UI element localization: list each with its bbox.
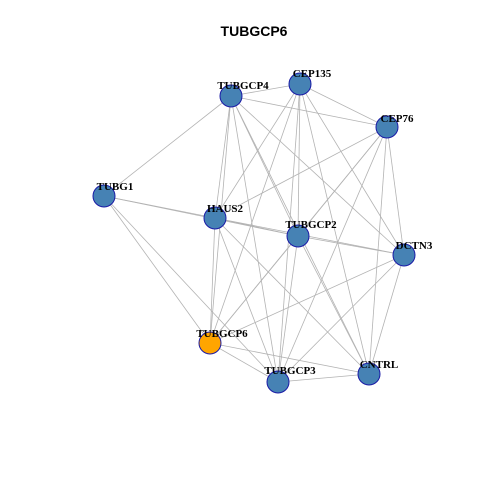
edge-tubgcp6-cntrl bbox=[209, 342, 370, 375]
edge-dctn3-tubgcp6 bbox=[209, 254, 405, 344]
node-label: TUBG1 bbox=[97, 181, 134, 193]
node-circle[interactable] bbox=[286, 224, 310, 248]
edge-cep135-cep76 bbox=[299, 83, 388, 128]
edge-tubgcp4-tubg1 bbox=[103, 95, 232, 197]
edge-tubgcp2-cntrl bbox=[297, 235, 370, 375]
edge-layer bbox=[103, 83, 405, 383]
node-label: CEP76 bbox=[381, 113, 415, 125]
node-haus2[interactable]: HAUS2 bbox=[203, 203, 244, 230]
edge-dctn3-tubgcp3 bbox=[277, 254, 405, 383]
node-tubg1[interactable]: TUBG1 bbox=[92, 181, 134, 208]
node-cntrl[interactable]: CNTRL bbox=[357, 359, 399, 386]
node-dctn3[interactable]: DCTN3 bbox=[392, 240, 433, 267]
node-cep76[interactable]: CEP76 bbox=[375, 113, 415, 139]
node-label: HAUS2 bbox=[207, 203, 244, 215]
node-circle[interactable] bbox=[198, 331, 222, 355]
edge-tubgcp4-tubgcp3 bbox=[230, 95, 279, 383]
node-circle[interactable] bbox=[392, 243, 416, 267]
edge-cep135-tubgcp6 bbox=[209, 83, 301, 344]
edge-tubg1-tubgcp6 bbox=[103, 195, 211, 344]
node-circle[interactable] bbox=[92, 184, 116, 208]
edge-cep135-cntrl bbox=[299, 83, 370, 375]
edge-cep135-haus2 bbox=[214, 83, 301, 219]
edge-tubgcp2-dctn3 bbox=[297, 235, 405, 256]
node-circle[interactable] bbox=[203, 206, 227, 230]
edge-tubgcp3-cntrl bbox=[277, 373, 370, 383]
edge-tubgcp2-tubgcp6 bbox=[209, 235, 299, 344]
edge-tubgcp4-cep76 bbox=[230, 95, 388, 128]
node-circle[interactable] bbox=[375, 115, 399, 139]
node-layer: TUBGCP6 TUBGCP4 CEP135CEP76TUBG1HAUS2TUBGC… bbox=[92, 68, 433, 394]
edge-tubgcp4-haus2 bbox=[214, 95, 232, 219]
node-label: CNTRL bbox=[360, 359, 399, 371]
edge-tubgcp4-cep135 bbox=[230, 83, 301, 97]
edge-haus2-cntrl bbox=[214, 217, 370, 375]
node-label: DCTN3 bbox=[396, 240, 433, 252]
node-label: CEP135 bbox=[293, 68, 332, 80]
node-label: TUBGCP3 bbox=[264, 365, 316, 377]
node-label: TUBGCP2 bbox=[285, 219, 337, 231]
edge-cep135-tubgcp2 bbox=[297, 83, 301, 237]
edge-tubgcp6-tubgcp3 bbox=[209, 342, 279, 383]
node-cep135[interactable]: CEP135 bbox=[288, 68, 332, 96]
edge-tubgcp2-tubgcp3 bbox=[277, 235, 299, 383]
node-tubgcp3[interactable]: TUBGCP3 bbox=[264, 365, 316, 394]
edge-haus2-dctn3 bbox=[214, 217, 405, 256]
edge-tubgcp4-dctn3 bbox=[230, 95, 405, 256]
node-label: TUBGCP4 bbox=[217, 80, 269, 92]
node-tubgcp2[interactable]: TUBGCP2 bbox=[285, 219, 337, 248]
diagram-title: TUBGCP6 bbox=[221, 23, 288, 39]
node-tubgcp4[interactable]: TUBGCP4 bbox=[217, 80, 269, 108]
edge-cep76-tubgcp3 bbox=[277, 126, 388, 383]
node-circle[interactable] bbox=[357, 362, 381, 386]
node-tubgcp6[interactable]: TUBGCP6 bbox=[196, 328, 248, 355]
node-label: TUBGCP6 bbox=[196, 328, 248, 340]
edge-cep76-haus2 bbox=[214, 126, 388, 219]
node-circle[interactable] bbox=[266, 370, 290, 394]
edge-dctn3-cntrl bbox=[368, 254, 405, 375]
edge-haus2-tubgcp3 bbox=[214, 217, 279, 383]
node-circle[interactable] bbox=[219, 84, 243, 108]
edge-cep76-dctn3 bbox=[386, 126, 405, 256]
edge-haus2-tubgcp6 bbox=[209, 217, 216, 344]
node-circle[interactable] bbox=[288, 72, 312, 96]
